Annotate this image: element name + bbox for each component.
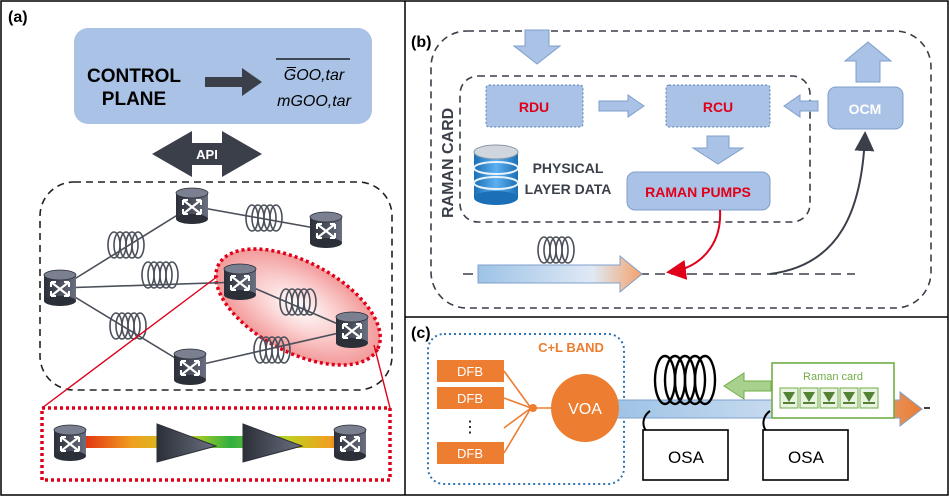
fiber-coil <box>653 354 717 406</box>
rcu-to-pumps-arrow <box>691 135 745 165</box>
osa-label-2: OSA <box>788 448 825 467</box>
zoom-line-right <box>373 344 391 409</box>
router-icon <box>222 262 258 302</box>
zoom-line-left <box>41 275 219 409</box>
dfb-box <box>437 360 504 382</box>
network-region <box>39 181 393 391</box>
voa-label: VOA <box>568 401 602 418</box>
panel-b: (b) RAMAN CARD RDU RCU OCM PHYSICAL LAYE… <box>411 29 932 309</box>
target-mean-gain: G̅OO,tar <box>284 66 345 84</box>
osa-box-1 <box>642 429 729 481</box>
router-icon <box>174 186 210 226</box>
output-arrow-up <box>843 41 893 83</box>
dfb-label: DFB <box>457 391 483 406</box>
ocm-label: OCM <box>849 101 882 117</box>
raman-pumps-label: RAMAN PUMPS <box>645 184 751 200</box>
control-plane-line2: PLANE <box>102 89 166 110</box>
amplifier-icon <box>242 423 304 463</box>
fiber-coil <box>537 236 575 264</box>
dfb-label: DFB <box>457 446 483 461</box>
panel-a-label: (a) <box>8 9 28 26</box>
control-unit-region <box>459 75 811 223</box>
api-arrow <box>152 131 262 177</box>
raman-card-label: RAMAN CARD <box>440 108 457 218</box>
fiber-coil <box>245 204 283 232</box>
dfb-box <box>437 387 504 409</box>
api-label: API <box>196 147 218 162</box>
source-region <box>427 333 625 485</box>
fiber-coil <box>109 312 147 340</box>
combiner-lines <box>503 370 552 454</box>
router-icon <box>308 210 344 250</box>
raman-card-title: Raman card <box>803 371 863 383</box>
rdu-box <box>485 84 584 128</box>
router-icon <box>332 423 368 463</box>
rdu-label: RDU <box>519 99 549 115</box>
osa-box-2 <box>762 429 849 481</box>
physical-layer-line2: LAYER DATA <box>525 181 612 197</box>
panel-b-label: (b) <box>411 34 431 51</box>
control-plane-arrow <box>205 68 262 96</box>
dfb-label: DFB <box>457 364 483 379</box>
pump-injection-arrow <box>666 209 722 280</box>
dfb-ellipsis: ⋮ <box>462 419 478 436</box>
control-plane-line1: CONTROL <box>87 66 181 87</box>
raman-card-region <box>430 30 932 309</box>
osa-label-1: OSA <box>668 448 705 467</box>
rdu-to-rcu-arrow <box>598 94 645 118</box>
target-slope: mGOO,tar <box>277 93 351 110</box>
physical-layer-line1: PHYSICAL <box>533 160 604 176</box>
band-label: C+L BAND <box>538 340 604 355</box>
router-icon <box>52 423 88 463</box>
amplifier-icon <box>156 423 218 463</box>
panel-c-label: (c) <box>411 325 431 342</box>
ocm-tap-arrow <box>769 131 875 275</box>
ocm-to-rcu-arrow <box>783 94 819 118</box>
rcu-label: RCU <box>703 99 733 115</box>
zoomed-link-box <box>40 406 392 482</box>
dfb-box <box>437 442 504 464</box>
signal-arrow <box>477 254 643 294</box>
router-icon <box>172 347 208 387</box>
raman-pumps-box <box>626 171 771 211</box>
raman-card: Raman card <box>771 362 895 419</box>
voa-circle <box>551 374 619 442</box>
rcu-box <box>665 84 771 128</box>
control-plane-box <box>74 28 372 124</box>
router-icon <box>42 268 78 308</box>
input-arrow-down <box>512 29 562 65</box>
combiner <box>529 404 537 412</box>
panel-c: (c) C+L BAND DFB DFB ⋮ DFB VOA <box>411 325 930 485</box>
database-icon <box>473 144 519 205</box>
router-icon <box>334 310 370 350</box>
ocm-box <box>827 86 904 130</box>
raman-pump-arrow <box>723 372 772 400</box>
panel-a: (a) CONTROL PLANE G̅OO,tar mGOO,tar API <box>8 9 393 482</box>
